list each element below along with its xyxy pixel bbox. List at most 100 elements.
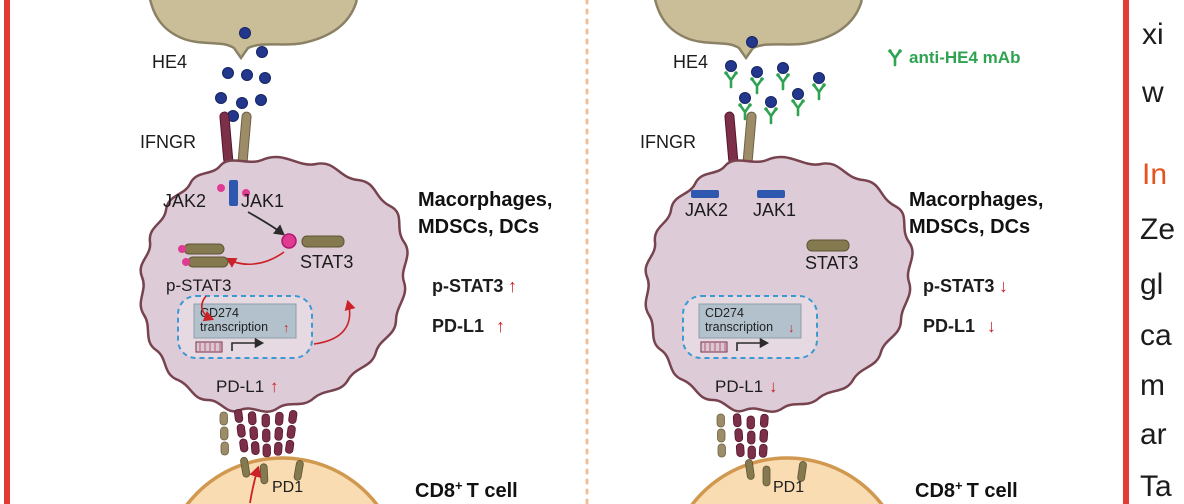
he4-mab-complex (748, 66, 766, 95)
jak2-label: JAK2 (685, 200, 728, 220)
panel-untreated: HE4 IFNGR JAK2 JAK1 STAT3 (139, 0, 552, 504)
pdl1-label: PD-L1 (715, 377, 763, 396)
he4-molecules (215, 27, 271, 122)
he4-mab-complex (789, 88, 807, 117)
he4-molecule-icon (241, 69, 253, 81)
dna-icon (195, 341, 223, 353)
pdl1-direction-arrow: ↑ (270, 377, 279, 396)
margin-text-line: ca (1140, 319, 1172, 352)
phosphate-icon (178, 245, 186, 253)
pdl1-receptor-icon (716, 413, 726, 458)
pdl1-status-arrow: ↑ (496, 316, 505, 336)
margin-text-line: m (1140, 369, 1165, 402)
jak2-label: JAK2 (163, 191, 206, 211)
margin-text-line: w (1141, 76, 1164, 109)
he4-mab-complex (736, 92, 754, 121)
he4-antibody-complexes (722, 36, 828, 125)
phosphorylation-arrow (247, 211, 285, 236)
cell-types-line1: Macorphages, (418, 189, 552, 211)
pdl1-direction-arrow: ↓ (769, 377, 778, 396)
pdl1-receptor-icon (283, 409, 299, 455)
jak-bar-icon (691, 190, 719, 198)
ifngr-label: IFNGR (140, 132, 196, 152)
pdl1-label: PD-L1 (216, 377, 264, 396)
pdl1-receptor-icon (247, 410, 260, 456)
margin-text-line: gl (1140, 268, 1163, 301)
antibody-legend-label: anti-HE4 mAb (909, 48, 1020, 67)
transcription-direction-arrow: ↑ (283, 321, 289, 335)
expression-up-arrow (313, 299, 356, 345)
pdl1-receptor-icon (757, 413, 770, 458)
pdl1-receptor-icon (261, 413, 271, 458)
pdl1-receptor-icon (272, 411, 285, 456)
he4-label: HE4 (152, 52, 187, 72)
stat3-to-pstat3-arrow (226, 251, 285, 268)
pdl1-status-label: PD-L1 (923, 316, 975, 336)
pdl1-receptors (219, 408, 299, 458)
pd1-signal-arrow (249, 465, 262, 504)
ifngr-receptor-icon (219, 111, 252, 165)
article-margin-text: xi w In Ze gl ca m ar Ta (1140, 18, 1175, 503)
dna-icon (700, 341, 728, 353)
cd274-label: CD274 (705, 306, 744, 320)
transcription-start-arrow (231, 337, 265, 351)
pstat3-status-arrow: ↑ (508, 276, 517, 296)
tumor-cell-shape (653, 0, 863, 61)
tumor-cell-shape (148, 0, 358, 61)
he4-molecule-icon (236, 97, 248, 109)
stat3-label: STAT3 (805, 253, 858, 273)
margin-text-line: Ze (1140, 213, 1175, 246)
he4-mab-complex (774, 62, 792, 91)
he4-label: HE4 (673, 52, 708, 72)
phosphate-icon (242, 189, 250, 197)
he4-molecule-icon (746, 36, 758, 48)
jak1-label: JAK1 (241, 191, 284, 211)
tcell-label: CD8+T cell (915, 478, 1018, 502)
transcription-start-arrow (736, 337, 770, 351)
figure-border-left (4, 0, 10, 504)
pdl1-receptor-icon (746, 415, 756, 460)
figure-border-right (1123, 0, 1129, 504)
he4-molecule-icon (215, 92, 227, 104)
pd1-label: PD1 (272, 479, 303, 496)
pstat3-protein-icon (187, 256, 229, 268)
cd274-label: CD274 (200, 306, 239, 320)
he4-molecule-icon (239, 27, 251, 39)
pstat3-to-nucleus-arrow (200, 295, 215, 322)
ifngr-receptor-icon (724, 111, 757, 165)
transcription-label: transcription (705, 320, 773, 334)
ifngr-label: IFNGR (640, 132, 696, 152)
he4-molecule-icon (222, 67, 234, 79)
margin-text-line: xi (1142, 18, 1164, 51)
pdl1-receptor-icon (732, 412, 745, 458)
pstat3-status-label: p-STAT3 (923, 276, 994, 296)
tcell-shape (690, 456, 884, 504)
jak1-label: JAK1 (753, 200, 796, 220)
pstat3-protein-icon (183, 243, 225, 255)
he4-molecule-icon (259, 72, 271, 84)
pstat3-status-arrow: ↓ (999, 276, 1008, 296)
cell-types-line1: Macorphages, (909, 189, 1043, 211)
margin-text-line: Ta (1140, 470, 1172, 503)
cell-types-line2: MDSCs, DCs (418, 216, 539, 238)
tcell-label: CD8+T cell (415, 478, 518, 502)
he4-mab-complex (762, 96, 780, 125)
phosphate-icon (182, 258, 190, 266)
pdl1-receptor-icon (233, 408, 249, 454)
he4-mab-complex (722, 60, 740, 89)
margin-text-line: In (1142, 158, 1167, 191)
pdl1-status-label: PD-L1 (432, 316, 484, 336)
he4-mab-complex (810, 72, 828, 101)
phospho-group-icon (281, 233, 297, 249)
panel-treated: HE4 anti-HE4 mAb IFNGR JAK2 JAK1 STAT3 (640, 0, 1043, 504)
jak-bar-icon (229, 180, 238, 206)
pd1-label: PD1 (773, 479, 804, 496)
tcell-shape (185, 456, 379, 504)
pdl1-status-arrow: ↓ (987, 316, 996, 336)
pdl1-receptors (716, 412, 770, 460)
he4-molecule-icon (255, 94, 267, 106)
pd1-receptor-icon (762, 465, 771, 487)
transcription-direction-arrow: ↓ (788, 321, 794, 335)
antibody-icon (886, 47, 904, 67)
